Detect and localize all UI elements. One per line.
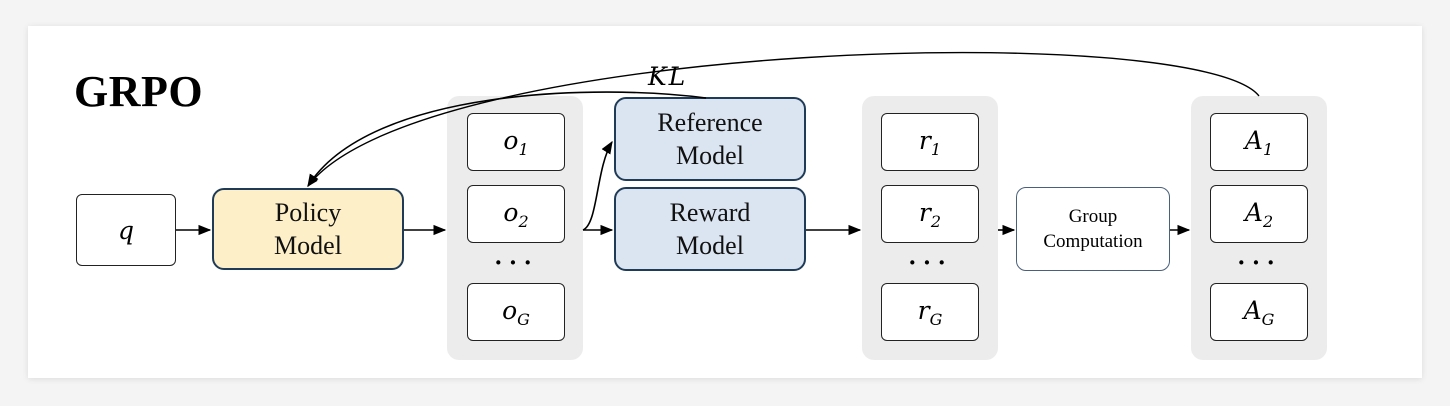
reward-model-node: Reward Model [614,187,806,271]
output-node-g: oG [467,283,565,341]
group-computation-node: Group Computation [1016,187,1170,271]
policy-model-line2: Model [274,231,342,260]
rewards-ellipsis: ··· [907,248,952,277]
query-symbol: q [117,215,134,245]
output-base-1: o [503,125,519,155]
outputs-ellipsis: ··· [493,248,538,277]
reference-model-node: Reference Model [614,97,806,181]
output-base-2: o [503,197,519,227]
reward-node-2: r2 [881,185,979,243]
reward-sub-2: 2 [930,211,942,231]
advantage-node-1: A1 [1210,113,1308,171]
advantages-ellipsis: ··· [1236,248,1281,277]
policy-model-node: Policy Model [212,188,404,270]
reward-node-1: r1 [881,113,979,171]
advantage-sub-g: G [1261,309,1275,329]
reward-model-line1: Reward [669,198,751,227]
group-computation-line1: Group [1068,206,1118,227]
reference-model-line2: Model [676,141,744,170]
arrow-output-to-reference [582,140,613,231]
reward-sub-1: 1 [930,139,942,159]
output-node-2: o2 [467,185,565,243]
group-computation-line2: Computation [1043,231,1143,252]
output-sub-1: 1 [518,139,529,159]
reward-base-1: r [918,125,931,155]
arrow-advantages-to-policy [307,51,1260,187]
output-sub-g: G [517,309,530,329]
kl-label: KL [648,62,688,91]
reward-sub-g: G [929,309,943,329]
advantage-node-g: AG [1210,283,1308,341]
policy-model-line1: Policy [274,198,342,227]
reward-node-g: rG [881,283,979,341]
advantage-base-2: A [1244,197,1263,227]
reward-base-2: r [918,197,931,227]
arrow-kl-to-policy [307,91,707,188]
reference-model-line1: Reference [657,108,763,137]
reward-model-line2: Model [676,231,744,260]
advantage-base-1: A [1244,125,1263,155]
query-node: q [76,194,176,266]
advantage-sub-2: 2 [1262,211,1274,231]
diagram-title: GRPO [74,67,204,116]
advantage-sub-1: 1 [1262,139,1274,159]
advantage-node-2: A2 [1210,185,1308,243]
output-base-g: o [502,295,518,325]
advantage-base-g: A [1243,295,1262,325]
output-sub-2: 2 [518,211,529,231]
output-node-1: o1 [467,113,565,171]
reward-base-g: r [917,295,930,325]
